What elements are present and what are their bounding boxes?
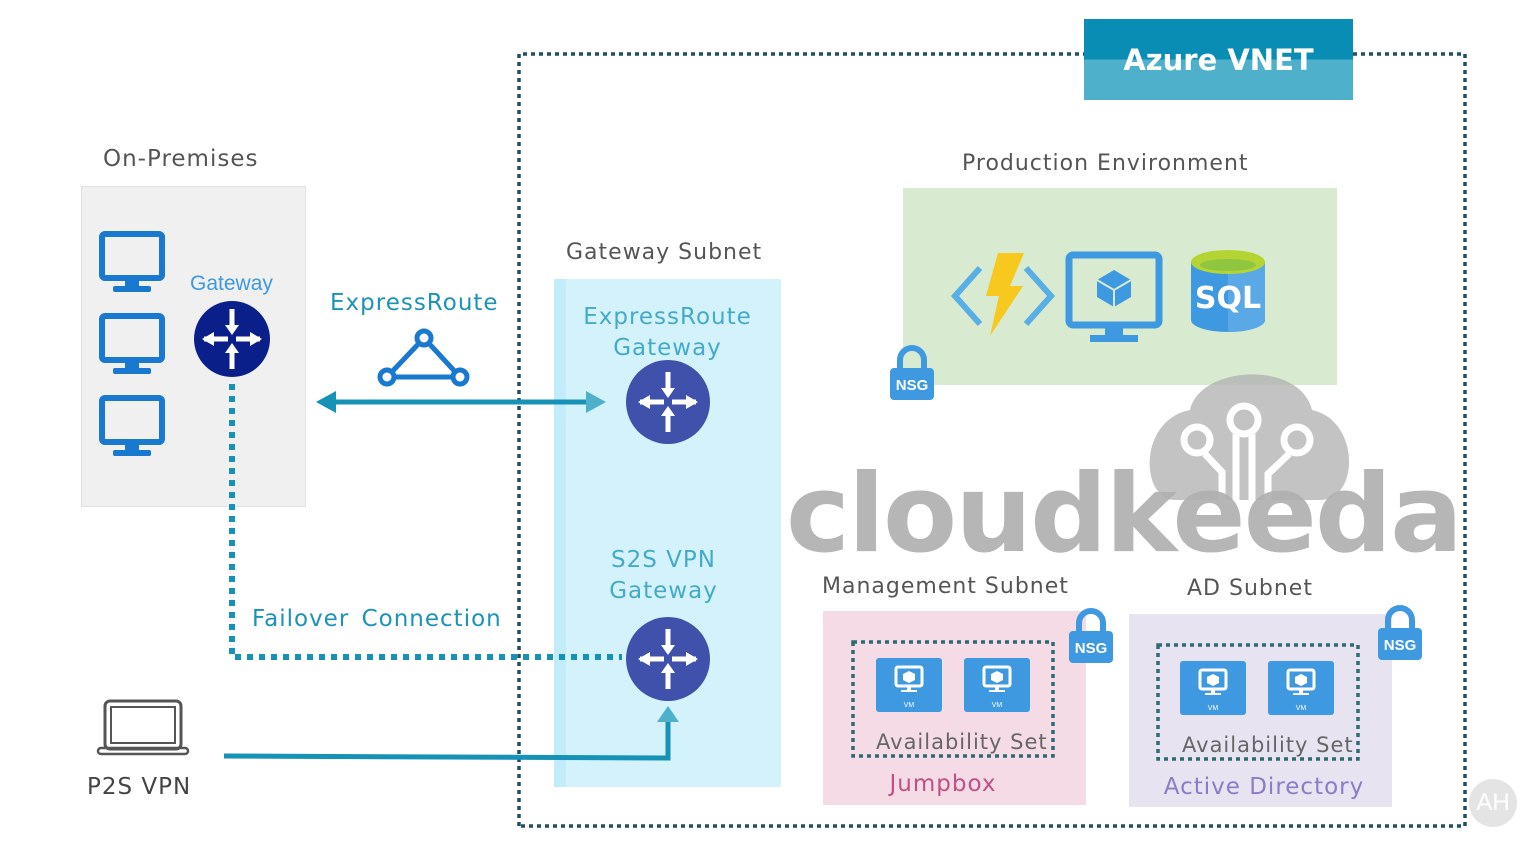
- ah-badge-text: AH: [1476, 789, 1510, 816]
- onprem-router-icon: [194, 301, 270, 377]
- vm-icon: [962, 656, 1032, 714]
- failover-connection-label: Failover Connection: [252, 606, 502, 632]
- azure-vnet-header: Azure VNET: [1084, 19, 1353, 100]
- s2s-gateway-line1: S2S VPN: [611, 547, 716, 573]
- nsg-label: NSG: [1074, 640, 1108, 657]
- nsg-label: NSG: [895, 377, 929, 394]
- expressroute-gateway-line2: Gateway: [613, 335, 722, 361]
- s2s-vpn-gateway-label: S2S VPN Gateway: [550, 545, 777, 607]
- virtual-machine-icon: [1065, 251, 1163, 342]
- p2s-vpn-label: P2S VPN: [87, 774, 192, 800]
- expressroute-gateway-label: ExpressRoute Gateway: [554, 302, 781, 364]
- vm-icon: [1266, 659, 1336, 717]
- sql-text: SQL: [1195, 281, 1261, 316]
- azure-vnet-title: Azure VNET: [1123, 43, 1314, 77]
- management-subnet-title: Management Subnet: [822, 574, 1069, 599]
- computer-icon: [102, 398, 162, 456]
- production-environment-title: Production Environment: [962, 151, 1249, 176]
- computer-icon: [102, 234, 162, 292]
- availability-set-border-mgmt: [851, 640, 1055, 758]
- availability-set-label-ad: Availability Set: [1182, 733, 1354, 757]
- expressroute-gateway-line1: ExpressRoute: [583, 304, 752, 330]
- gateway-subnet-title: Gateway Subnet: [566, 240, 763, 265]
- active-directory-label: Active Directory: [1163, 774, 1365, 800]
- expressroute-gateway-router-icon: [626, 360, 710, 444]
- expressroute-icon: [377, 328, 470, 387]
- ad-subnet-box: [1129, 614, 1392, 807]
- watermark-cloud-icon: [1149, 374, 1350, 500]
- s2s-gateway-line2: Gateway: [609, 578, 718, 604]
- sql-database-icon: [1191, 250, 1265, 332]
- vm-icon: [1178, 659, 1248, 717]
- failover-connection-line: [229, 384, 622, 660]
- vm-icon: [874, 656, 944, 714]
- jumpbox-label: Jumpbox: [889, 771, 997, 797]
- onprem-gateway-label: Gateway: [190, 272, 273, 295]
- management-subnet-box: [823, 611, 1086, 805]
- availability-set-label-mgmt: Availability Set: [876, 730, 1048, 754]
- nsg-label: NSG: [1383, 637, 1417, 654]
- s2s-vpn-gateway-router-icon: [626, 617, 710, 701]
- computer-icon: [102, 316, 162, 374]
- expressroute-label: ExpressRoute: [330, 290, 499, 316]
- vnet-border: [517, 52, 1084, 826]
- azure-functions-icon: [950, 253, 1056, 336]
- availability-set-border-ad: [1156, 643, 1360, 761]
- ah-badge-icon: [1469, 779, 1517, 827]
- watermark-text: cloudkeeda: [786, 452, 1463, 577]
- laptop-icon: [96, 699, 190, 756]
- p2s-connection-line: [223, 718, 671, 761]
- ad-subnet-title: AD Subnet: [1187, 576, 1313, 601]
- on-premises-title: On-Premises: [103, 146, 259, 172]
